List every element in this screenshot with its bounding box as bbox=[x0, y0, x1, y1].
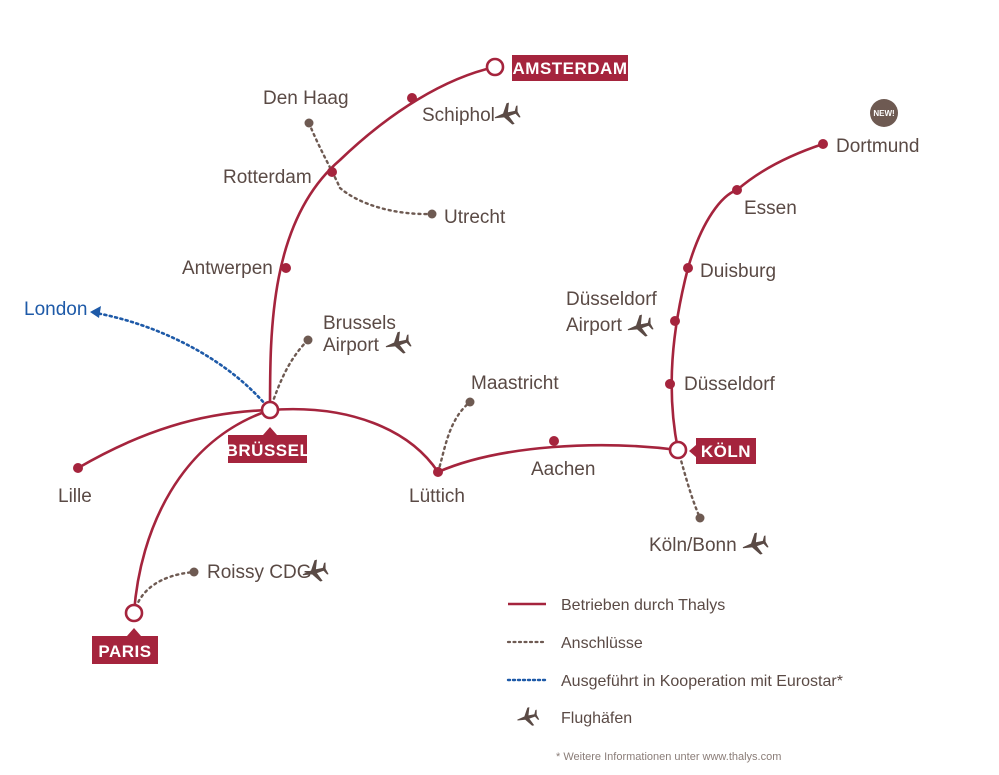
legend-airports: Flughäfen bbox=[561, 710, 632, 727]
new-badge: NEW! bbox=[870, 99, 898, 127]
label-duesseldorf-airport-2: Airport bbox=[566, 315, 623, 336]
line-luettich-koeln bbox=[437, 443, 679, 474]
dot-den-haag bbox=[304, 118, 314, 128]
label-den-haag: Den Haag bbox=[263, 88, 349, 109]
label-lille: Lille bbox=[58, 486, 92, 507]
dot-koeln-bonn bbox=[695, 513, 705, 523]
airplane-icon bbox=[514, 705, 541, 730]
line-koeln-dortmund bbox=[670, 142, 824, 451]
line-bruessel-luettich bbox=[269, 407, 440, 473]
label-brussels-airport-2: Airport bbox=[323, 335, 380, 356]
connection-dots bbox=[189, 118, 705, 577]
dot-duesseldorf-airport bbox=[670, 316, 680, 326]
label-london: London bbox=[24, 299, 87, 320]
label-paris: PARIS bbox=[98, 642, 151, 661]
hub-box-koeln: KÖLN bbox=[689, 438, 756, 464]
eurostar-line-london bbox=[94, 311, 272, 412]
legend-eurostar: Ausgeführt in Kooperation mit Eurostar* bbox=[561, 673, 843, 690]
label-aachen: Aachen bbox=[531, 459, 595, 480]
line-lille-bruessel bbox=[77, 408, 271, 470]
label-rotterdam: Rotterdam bbox=[223, 167, 312, 188]
hub-box-paris: PARIS bbox=[92, 628, 158, 664]
label-duesseldorf: Düsseldorf bbox=[684, 374, 776, 395]
dot-roissy bbox=[189, 567, 199, 577]
dot-dortmund bbox=[818, 139, 828, 149]
dot-duesseldorf bbox=[665, 379, 675, 389]
hub-circles bbox=[124, 57, 688, 623]
hub-paris bbox=[124, 603, 144, 623]
dot-schiphol bbox=[407, 93, 417, 103]
label-maastricht: Maastricht bbox=[471, 373, 559, 394]
legend-thalys: Betrieben durch Thalys bbox=[561, 597, 725, 614]
label-amsterdam: AMSTERDAM bbox=[513, 59, 628, 78]
dot-brussels-airport bbox=[303, 335, 313, 345]
thalys-lines bbox=[77, 65, 824, 614]
line-bruessel-amsterdam bbox=[268, 65, 496, 411]
airplane-icon bbox=[492, 100, 522, 129]
station-dots bbox=[73, 93, 828, 477]
hub-box-amsterdam: AMSTERDAM bbox=[512, 55, 628, 81]
hub-koeln bbox=[668, 440, 688, 460]
dot-aachen bbox=[549, 436, 559, 446]
connection-den-haag-utrecht bbox=[307, 121, 434, 216]
label-essen: Essen bbox=[744, 198, 797, 219]
dot-luettich bbox=[433, 467, 443, 477]
new-badge-text: NEW! bbox=[873, 109, 894, 118]
station-labels: Den Haag Schiphol Rotterdam Utrecht Antw… bbox=[24, 88, 919, 583]
london-arrowhead bbox=[90, 306, 101, 318]
legend: Betrieben durch Thalys Anschlüsse Ausgef… bbox=[506, 597, 843, 730]
hub-box-bruessel: BRÜSSEL bbox=[226, 427, 311, 463]
footnote: * Weitere Informationen unter www.thalys… bbox=[556, 751, 781, 763]
label-roissy: Roissy CDG bbox=[207, 562, 312, 583]
label-koeln: KÖLN bbox=[701, 442, 751, 461]
connection-roissy bbox=[132, 570, 196, 615]
dot-duisburg bbox=[683, 263, 693, 273]
label-duisburg: Duisburg bbox=[700, 261, 776, 282]
dot-lille bbox=[73, 463, 83, 473]
label-dortmund: Dortmund bbox=[836, 136, 919, 157]
label-antwerpen: Antwerpen bbox=[182, 258, 273, 279]
label-bruessel: BRÜSSEL bbox=[226, 441, 311, 460]
label-utrecht: Utrecht bbox=[444, 207, 506, 228]
label-koeln-bonn: Köln/Bonn bbox=[649, 535, 737, 556]
connection-brussels-airport bbox=[268, 338, 310, 412]
dot-maastricht bbox=[465, 397, 475, 407]
dot-rotterdam bbox=[327, 167, 337, 177]
airplane-icon bbox=[625, 312, 655, 341]
label-schiphol: Schiphol bbox=[422, 105, 495, 126]
legend-connections: Anschlüsse bbox=[561, 635, 643, 652]
hub-amsterdam bbox=[485, 57, 505, 77]
line-paris-bruessel bbox=[132, 408, 271, 614]
dot-utrecht bbox=[427, 209, 437, 219]
dot-essen bbox=[732, 185, 742, 195]
dot-antwerpen bbox=[281, 263, 291, 273]
label-luettich: Lüttich bbox=[409, 486, 465, 507]
hub-bruessel bbox=[260, 400, 280, 420]
label-duesseldorf-airport-1: Düsseldorf bbox=[566, 289, 658, 310]
connection-lines bbox=[132, 121, 702, 615]
label-brussels-airport-1: Brussels bbox=[323, 313, 396, 334]
connection-maastricht bbox=[436, 400, 472, 474]
airplane-icon bbox=[740, 530, 770, 559]
